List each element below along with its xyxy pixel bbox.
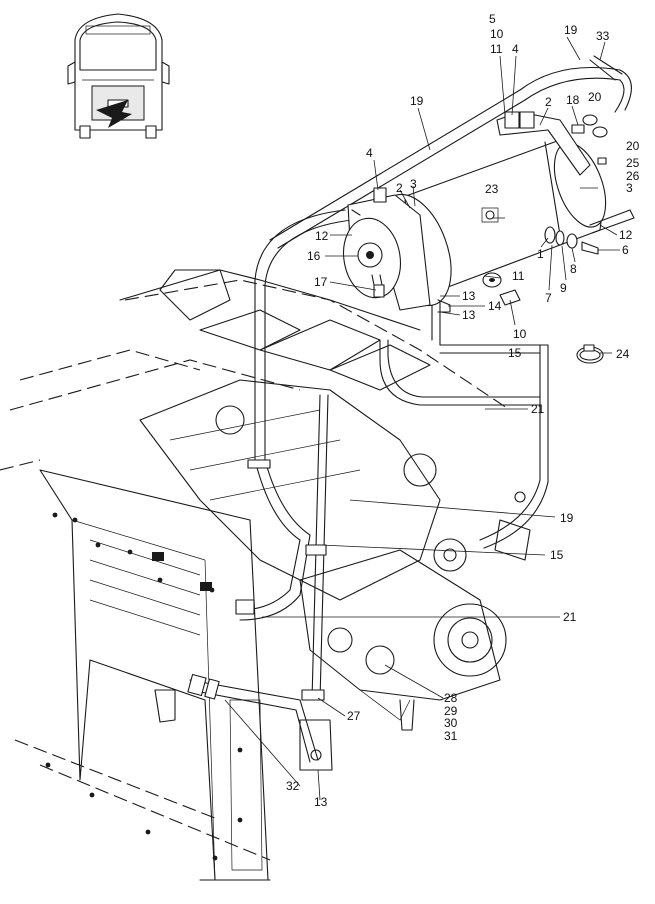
callout-12: 12 [315, 229, 329, 243]
callout-6: 6 [622, 243, 629, 257]
callout-4: 4 [366, 146, 373, 160]
callout-19: 19 [564, 23, 578, 37]
callout-20: 20 [588, 90, 602, 104]
callout-1: 1 [537, 247, 544, 261]
hose-clamp-24 [576, 344, 604, 364]
hose-15 [379, 299, 549, 549]
coolant-pipe-vertical [299, 394, 333, 771]
engine-block [19, 269, 531, 731]
lower-hose-32 [154, 673, 319, 763]
callout-13: 13 [314, 795, 328, 809]
callout-18: 18 [566, 93, 580, 107]
callout-3: 3 [626, 181, 633, 195]
callout-21: 21 [563, 610, 577, 624]
callout-labels: 5 10 11 4 19 33 19 2 18 20 20 4 25 26 2 … [286, 12, 640, 809]
fastener-stack [437, 226, 599, 313]
callout-19: 19 [560, 511, 574, 525]
end-cap-16 [343, 217, 401, 299]
heater-pipe-19 [269, 55, 632, 249]
bracket-right [496, 111, 591, 176]
callout-23: 23 [485, 182, 499, 196]
callout-17: 17 [314, 275, 328, 289]
callout-8: 8 [570, 262, 577, 276]
callout-7: 7 [545, 291, 552, 305]
callout-20: 20 [626, 139, 640, 153]
callout-16: 16 [307, 249, 321, 263]
radiator [0, 359, 301, 881]
callout-10: 10 [513, 327, 527, 341]
callout-4: 4 [512, 42, 519, 56]
callout-31: 31 [444, 729, 458, 743]
callout-15: 15 [550, 548, 564, 562]
callout-3: 3 [410, 177, 417, 191]
callout-12: 12 [619, 228, 633, 242]
callout-24: 24 [616, 347, 630, 361]
callout-2: 2 [396, 181, 403, 195]
callout-13: 13 [462, 308, 476, 322]
callout-26: 26 [626, 169, 640, 183]
fittings-right [571, 114, 635, 234]
callout-5: 5 [489, 12, 496, 26]
callout-32: 32 [286, 779, 300, 793]
callout-11: 11 [512, 269, 525, 283]
callout-2: 2 [545, 95, 552, 109]
callout-9: 9 [560, 281, 567, 295]
callout-28: 28 [444, 691, 458, 705]
callout-21: 21 [531, 402, 545, 416]
callout-14: 14 [488, 299, 502, 313]
callout-19: 19 [410, 94, 424, 108]
callout-27: 27 [347, 709, 361, 723]
callout-29: 29 [444, 704, 458, 718]
callout-33: 33 [596, 29, 610, 43]
coolant-hose-left [235, 209, 353, 621]
callout-30: 30 [444, 716, 458, 730]
callout-11: 11 [490, 42, 503, 56]
callout-25: 25 [626, 156, 640, 170]
callout-15: 15 [508, 346, 522, 360]
leader-lines [224, 36, 620, 801]
callout-13: 13 [462, 289, 476, 303]
callout-10: 10 [490, 27, 504, 41]
bus-locator-thumbnail [67, 13, 170, 139]
